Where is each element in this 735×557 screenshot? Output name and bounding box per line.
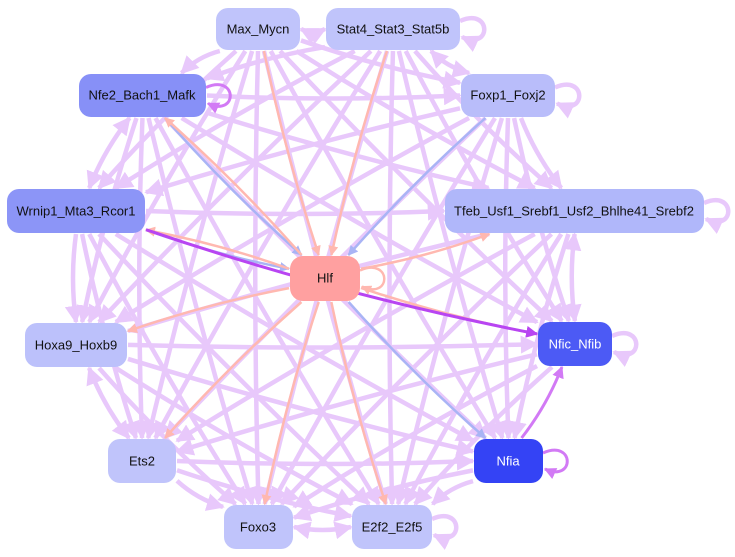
node-stat4-stat3-stat5b[interactable]: Stat4_Stat3_Stat5b [326,8,460,50]
edge-ets2-nfia [176,452,475,471]
edge-max_mycn-ets2 [143,50,255,440]
edge-foxp1-wrnip1 [144,106,461,197]
edge-foxp1-hlf [347,117,487,256]
edge-foxp1-tfeb [518,117,564,190]
node-label: Nfe2_Bach1_Mafk [89,88,196,103]
edges-layer [64,16,731,550]
node-max-mycn[interactable]: Max_Mycn [216,8,300,50]
node-label: Wrnip1_Mta3_Rcor1 [17,204,136,219]
nodes-layer: Max_Mycn Stat4_Stat3_Stat5b Nfe2_Bach1_M… [7,8,704,549]
edge-ets2-foxo3 [175,479,225,511]
edge-hlf-hlf [359,266,386,295]
edge-hoxa9-nfia [127,356,475,457]
node-label: Tfeb_Usf1_Srebf1_Usf2_Bhlhe41_Srebf2 [454,204,694,219]
edge-nfic-nfic [611,331,639,367]
edge-hoxa9-nfic [127,335,539,354]
node-hlf[interactable]: Hlf [290,256,360,301]
edge-nfia-nfic [520,365,564,439]
edge-foxp1-foxo3 [269,116,497,506]
edge-foxp1-e2f2 [393,117,505,506]
edge-stat4-foxp1 [429,49,471,78]
edge-hlf-nfia [347,301,487,439]
edge-stat4-hoxa9 [97,49,373,324]
edge-wrnip1-nfia [114,232,475,443]
edge-nfia-e2f2 [431,478,474,506]
node-label: Foxp1_Foxj2 [470,88,545,103]
node-tfeb-usf1-srebf1-usf2-bhlhe41-srebf2[interactable]: Tfeb_Usf1_Srebf1_Usf2_Bhlhe41_Srebf2 [445,189,704,233]
edge-max_mycn-stat4 [299,26,327,45]
edge-foxp1-foxp1 [554,82,582,119]
edge-hlf-tfeb [360,232,491,270]
edge-hlf-hoxa9 [127,286,290,333]
edge-stat4-e2f2 [382,50,401,506]
node-nfic-nfib[interactable]: Nfic_Nfib [538,322,612,366]
edge-tfeb-tfeb [703,198,731,234]
edge-max_mycn-nfe2 [179,48,221,75]
edge-nfe2-hlf [164,117,303,256]
edge-hlf-foxo3 [261,301,320,505]
node-foxp1-foxj2[interactable]: Foxp1_Foxj2 [461,74,555,117]
edge-hlf-ets2 [164,301,303,439]
edge-foxo3-e2f2 [292,521,353,540]
edge-nfic-ets2 [175,352,538,456]
node-label: Hlf [317,271,333,286]
edge-stat4-stat4 [459,16,487,52]
edge-wrnip1-e2f2 [97,232,371,506]
edge-stat4-wrnip1 [114,49,356,190]
edge-nfic-foxo3 [292,363,539,509]
edge-max_mycn-foxo3 [249,50,268,506]
edge-max_mycn-nfia [268,49,498,440]
node-label: Stat4_Stat3_Stat5b [337,22,450,37]
node-label: Nfia [496,454,520,469]
edge-hlf-e2f2 [330,301,388,505]
edge-tfeb-nfic [563,232,582,323]
node-nfia[interactable]: Nfia [474,439,543,483]
node-label: E2f2_E2f5 [362,520,423,535]
edge-nfe2-tfeb [206,110,491,194]
edge-nfe2-foxp1 [206,87,462,106]
edge-hlf-wrnip1 [145,226,290,270]
edge-hlf-nfe2 [164,117,303,256]
node-hoxa9-hoxb9[interactable]: Hoxa9_Hoxb9 [25,323,127,367]
node-label: Max_Mycn [227,22,290,37]
node-ets2[interactable]: Ets2 [108,439,176,483]
edge-nfe2-nfe2 [205,83,232,114]
edge-max_mycn-hlf [262,50,321,256]
edge-foxp1-hoxa9 [114,116,471,324]
node-label: Nfic_Nfib [549,337,602,352]
edge-wrnip1-hoxa9 [64,233,83,324]
edge-nfe2-wrnip1 [86,116,132,190]
node-foxo3[interactable]: Foxo3 [224,505,293,549]
edge-tfeb-foxo3 [279,232,554,506]
edge-stat4-ets2 [153,49,383,440]
edge-e2f2-e2f2 [431,514,459,550]
edge-stat4-hlf [328,50,389,256]
node-e2f2-e2f5[interactable]: E2f2_E2f5 [352,505,432,549]
edge-wrnip1-tfeb [145,202,446,221]
edge-hoxa9-ets2 [86,366,131,440]
node-nfe2-bach1-mafk[interactable]: Nfe2_Bach1_Mafk [79,74,206,117]
node-label: Ets2 [129,454,155,469]
node-wrnip1-mta3-rcor1[interactable]: Wrnip1_Mta3_Rcor1 [7,189,145,233]
node-label: Foxo3 [240,520,276,535]
node-label: Hoxa9_Hoxb9 [35,338,117,353]
edge-nfia-nfia [542,448,569,479]
edge-nfe2-e2f2 [153,116,381,506]
edge-tfeb-ets2 [175,232,536,443]
